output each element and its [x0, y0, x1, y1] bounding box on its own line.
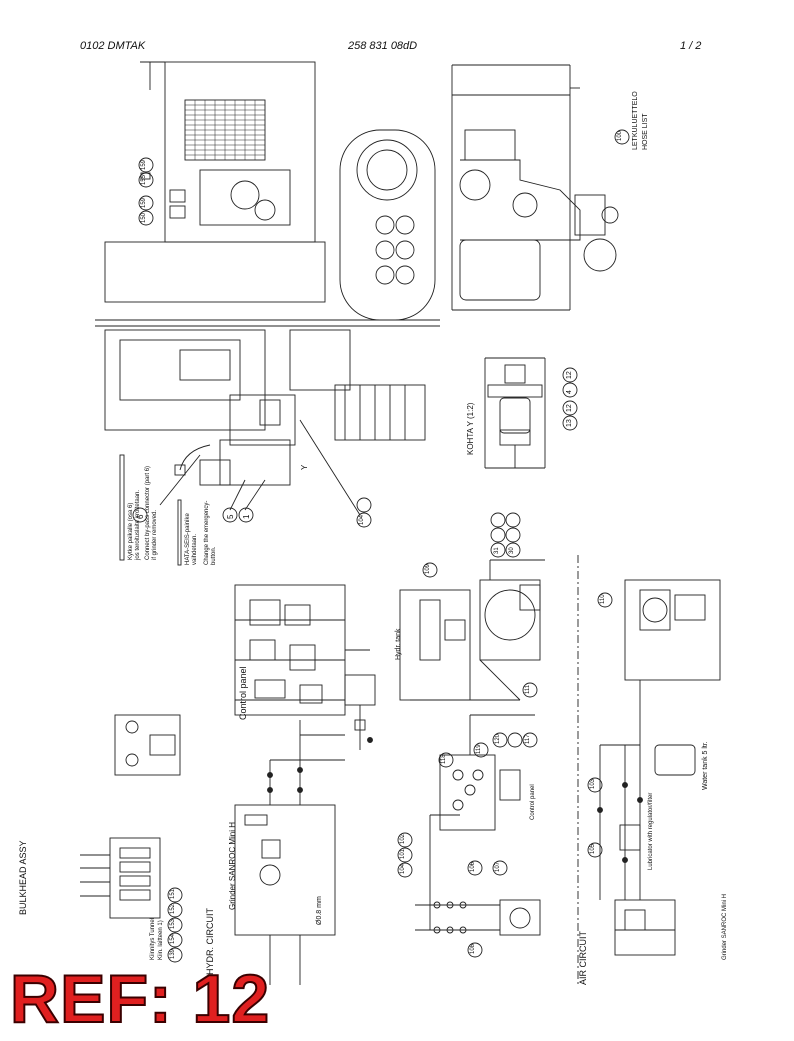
- grinder-hydraulic-lines: [415, 714, 541, 936]
- balloon-150: [138, 157, 154, 226]
- balloon-159-104-b: [356, 497, 372, 513]
- balloon-6: [132, 507, 148, 523]
- detail-kohta-y: [484, 357, 546, 469]
- drawing-number: 258 831 08dD: [348, 40, 418, 52]
- hydraulic-circuit: [234, 584, 376, 985]
- balloon-110: [597, 592, 613, 608]
- balloon-159-104-a: [356, 512, 372, 528]
- air-circuit: [577, 555, 721, 985]
- hydraulic-tank: [399, 559, 545, 701]
- bulkhead-assembly: [80, 714, 181, 919]
- machine-elevation-view: [95, 61, 440, 327]
- balloon-103: [587, 777, 603, 793]
- page-number: 1 / 2: [680, 40, 702, 52]
- note-box-emergency: [177, 499, 182, 566]
- header-left: 0102 DMTAK: [80, 40, 146, 52]
- reference-stamp: REF: 12: [9, 961, 271, 1037]
- balloon-100: [614, 129, 630, 145]
- balloon-1: [238, 507, 254, 523]
- balloon-5: [222, 507, 238, 523]
- balloon-105: [587, 842, 603, 858]
- machine-side-view: [104, 329, 426, 486]
- balloon-109: [422, 562, 438, 578]
- machine-rear-view: [451, 64, 619, 311]
- note-box-bypass: [119, 454, 125, 561]
